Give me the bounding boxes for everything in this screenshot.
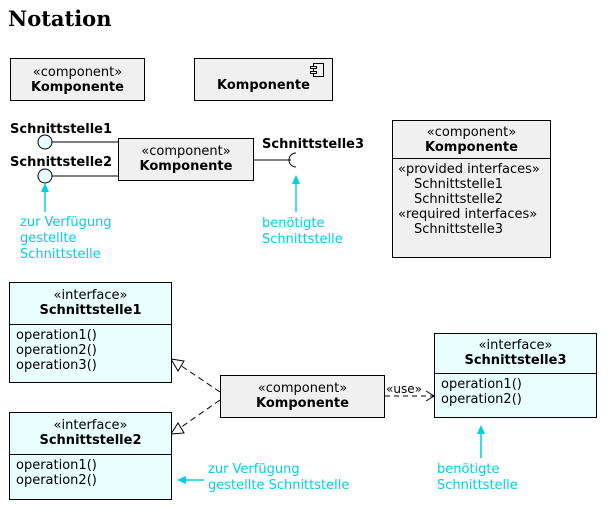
provided-interface-lollipop-1 xyxy=(37,134,118,150)
note-provided-interface: zur Verfügung gestellte Schnittstelle xyxy=(20,215,112,262)
interface-header: «interface» Schnittstelle3 xyxy=(435,334,596,373)
operation-item: operation1() xyxy=(16,458,97,473)
provided-interface-item: Schnittstelle2 xyxy=(414,192,504,207)
interface-header: «interface» Schnittstelle1 xyxy=(10,283,171,324)
interface-name: Schnittstelle2 xyxy=(39,433,142,448)
interface-name: Schnittstelle1 xyxy=(39,303,142,318)
provided-interface-label-1: Schnittstelle1 xyxy=(10,122,113,137)
component-name: Komponente xyxy=(217,78,310,93)
component-name: Komponente xyxy=(31,80,124,95)
stereotype-label: «component» xyxy=(141,144,231,159)
interface-name: Schnittstelle3 xyxy=(464,353,567,368)
required-interfaces-header: «required interfaces» xyxy=(398,207,538,222)
stereotype-label: «component» xyxy=(32,65,123,80)
required-interface-item: Schnittstelle3 xyxy=(414,222,504,237)
interface-box-2: «interface» Schnittstelle2 operation1() … xyxy=(9,412,172,500)
operation-item: operation1() xyxy=(441,377,522,392)
stereotype-label: «component» xyxy=(426,125,517,140)
note-arrow-required-top xyxy=(292,175,300,212)
operation-item: operation1() xyxy=(16,328,97,343)
provided-interface-lollipop-2 xyxy=(37,168,118,184)
interface-header: «interface» Schnittstelle2 xyxy=(10,413,171,454)
realization-arrow-2 xyxy=(170,399,221,435)
operations-compartment: operation1() operation2() xyxy=(10,454,171,491)
stereotype-label: «interface» xyxy=(53,418,128,433)
provided-interface-label-2: Schnittstelle2 xyxy=(10,155,113,170)
component-name: Komponente xyxy=(139,159,233,174)
component-box-compartments: «component» Komponente «provided interfa… xyxy=(392,120,551,258)
operation-item: operation2() xyxy=(16,343,97,358)
required-interface-socket xyxy=(254,152,297,168)
component-icon xyxy=(310,63,324,77)
note-required-interface-bottom: benötigte Schnittstelle xyxy=(437,462,518,493)
operation-item: operation2() xyxy=(16,473,97,488)
component-box-lollipop: «component» Komponente xyxy=(118,138,254,181)
stereotype-label: «interface» xyxy=(478,338,553,353)
operations-compartment: operation1() operation2() operation3() xyxy=(10,324,171,376)
realization-arrow-1 xyxy=(170,358,221,393)
note-provided-interface-bottom: zur Verfügung gestellte Schnittstelle xyxy=(208,462,350,493)
operations-compartment: operation1() operation2() xyxy=(435,373,596,410)
stereotype-label: «interface» xyxy=(53,288,128,303)
note-arrow-provided-top xyxy=(41,183,49,212)
page-title: Notation xyxy=(8,6,112,31)
interface-box-3: «interface» Schnittstelle3 operation1() … xyxy=(434,333,597,418)
provided-interfaces-header: «provided interfaces» xyxy=(398,162,540,177)
provided-interface-item: Schnittstelle1 xyxy=(414,177,504,192)
note-required-interface: benötigte Schnittstelle xyxy=(262,216,343,247)
note-arrow-required-bottom xyxy=(477,425,485,458)
stereotype-label: «component» xyxy=(257,381,348,396)
note-arrow-provided-bottom xyxy=(177,476,204,484)
component-name: Komponente xyxy=(425,140,518,155)
component-box-icon: Komponente xyxy=(194,58,333,101)
component-name: Komponente xyxy=(256,396,349,411)
operation-item: operation2() xyxy=(441,392,522,407)
component-header: «component» Komponente xyxy=(393,121,550,158)
required-interface-label: Schnittstelle3 xyxy=(262,137,365,152)
use-label: «use» xyxy=(386,382,422,396)
component-box-central: «component» Komponente xyxy=(220,375,385,418)
component-box-stereotype: «component» Komponente xyxy=(10,58,145,101)
interface-box-1: «interface» Schnittstelle1 operation1() … xyxy=(9,282,172,383)
interface-compartment: «provided interfaces» Schnittstelle1 Sch… xyxy=(393,158,550,240)
operation-item: operation3() xyxy=(16,358,97,373)
